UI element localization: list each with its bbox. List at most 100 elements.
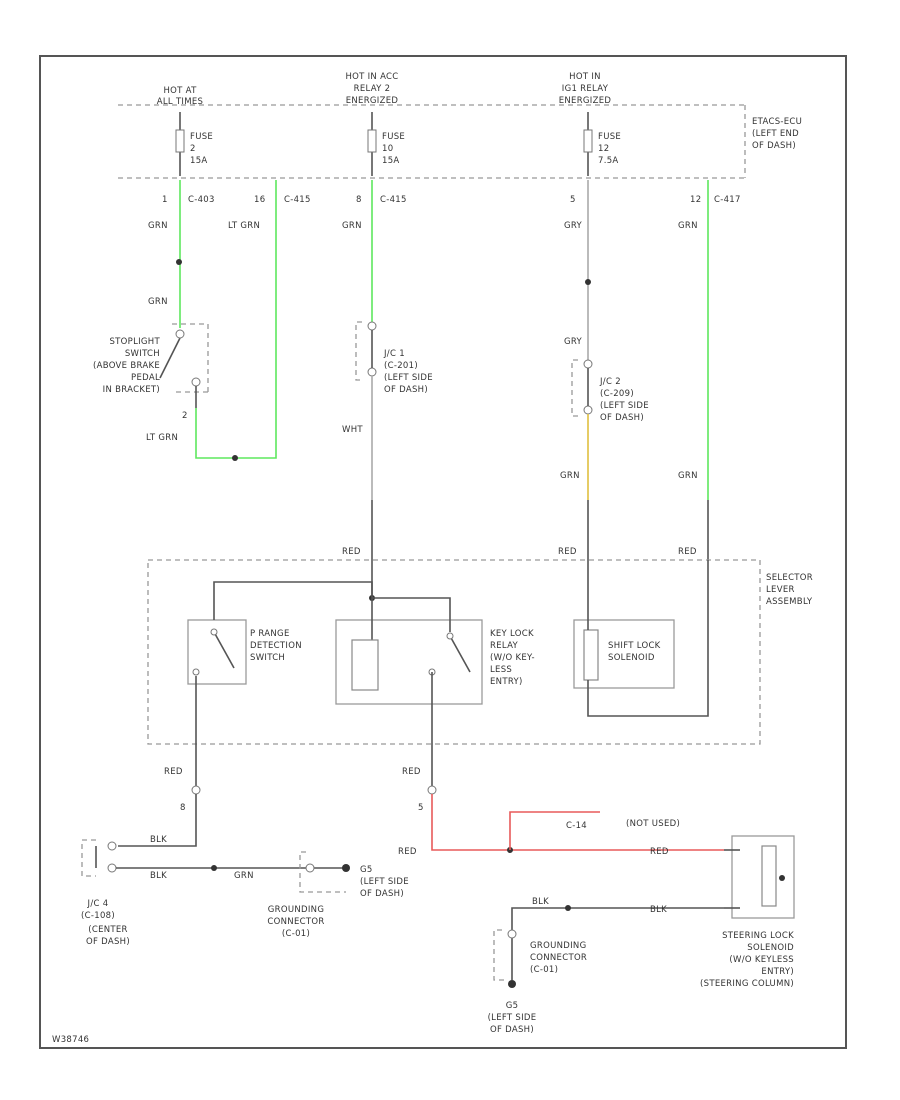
wire-label-red: RED (678, 547, 697, 557)
wire-label-grn: GRN (678, 471, 698, 481)
wire-label-red: RED (164, 767, 183, 777)
hot-ig-label-2: IG1 RELAY (562, 84, 609, 94)
jc4-label-1: J/C 4 (87, 899, 109, 909)
steering-label-1: STEERING LOCK (722, 931, 794, 941)
fuse-box-label-1: ETACS-ECU (752, 117, 802, 127)
jc2-pin (583, 405, 593, 415)
diagram-frame (39, 55, 847, 1049)
ground-right-node (508, 980, 516, 988)
ground-left-label-1: GROUNDING (268, 905, 324, 915)
key-lock-label-4: LESS (490, 665, 512, 675)
wire-to-jc4 (118, 794, 197, 847)
c403-label: C-403 (188, 195, 215, 205)
ground-left-label-3: (C-01) (282, 929, 310, 939)
fuse-12-icon (583, 129, 593, 153)
steering-label-4: ENTRY) (761, 967, 794, 977)
wire-blk-steering-ground (511, 907, 724, 980)
fuse-2-icon (175, 129, 185, 153)
wire-label-grn: GRN (148, 297, 168, 307)
ground-right-g1: G5 (506, 1001, 519, 1011)
fuse-10-amps: 15A (382, 156, 400, 166)
jc4-box (81, 839, 96, 877)
wire-label-red: RED (402, 767, 421, 777)
stoplight-label-1: STOPLIGHT (109, 337, 160, 347)
wire-label-grn: GRN (678, 221, 698, 231)
connector-pin (191, 785, 201, 795)
jc4-pin (107, 841, 117, 851)
ground-left-box (299, 851, 346, 893)
splice-node (585, 279, 591, 285)
jc2-label-4: OF DASH) (600, 413, 644, 423)
selector-label-1: SELECTOR (766, 573, 813, 583)
hot-ig-label-1: HOT IN (569, 72, 601, 82)
wire-label-blk: BLK (150, 871, 167, 881)
splice-node (176, 259, 182, 265)
pin-1-label: 1 (162, 195, 168, 205)
wire-pin-label: 5 (418, 803, 424, 813)
p-range-switch-box (187, 619, 247, 685)
stoplight-switch-contact (191, 377, 201, 387)
wire-label-grn: GRN (560, 471, 580, 481)
p-range-label-3: SWITCH (250, 653, 285, 663)
wire-label-wht: WHT (342, 425, 363, 435)
ground-left-node (342, 864, 350, 872)
footer-code: W38746 (52, 1035, 89, 1045)
stoplight-switch-blade (159, 337, 181, 379)
selector-label-3: ASSEMBLY (766, 597, 813, 607)
hot-acc-label-1: HOT IN ACC (345, 72, 398, 82)
steering-lock-node (779, 875, 785, 881)
wire-label-red: RED (342, 547, 361, 557)
jc4-pin (107, 863, 117, 873)
relay-contact (446, 632, 454, 640)
p-range-contact (210, 628, 218, 636)
wire-label-red: RED (558, 547, 577, 557)
jc1-box (355, 321, 362, 381)
c415b-label: C-415 (380, 195, 407, 205)
steering-lock-coil-icon (761, 845, 777, 907)
wire-label-blk: BLK (150, 835, 167, 845)
hot-ig-label-3: ENERGIZED (559, 96, 612, 106)
hot-acc-label-3: ENERGIZED (346, 96, 399, 106)
stoplight-label-4: PEDAL (131, 373, 160, 383)
splice-node (565, 905, 571, 911)
shift-lock-return (587, 560, 709, 717)
p-range-label-1: P RANGE (250, 629, 290, 639)
fuse-10-number: 10 (382, 144, 393, 154)
fuse-12-label: FUSE (598, 132, 621, 142)
p-range-blade (213, 631, 235, 669)
key-lock-label-1: KEY LOCK (490, 629, 534, 639)
key-lock-label-2: RELAY (490, 641, 519, 651)
wire-label-red: RED (398, 847, 417, 857)
splice-node (232, 455, 238, 461)
ground-left-g2: (LEFT SIDE (360, 877, 409, 887)
wire-red-c14 (509, 811, 600, 850)
jc4-label-3: (CENTER (88, 925, 128, 935)
selector-label-2: LEVER (766, 585, 795, 595)
wire-label-blk: BLK (650, 905, 667, 915)
pin-12-label: 12 (690, 195, 701, 205)
ground-left-label-2: CONNECTOR (267, 917, 324, 927)
stoplight-label-2: SWITCH (125, 349, 160, 359)
ground-right-label-2: CONNECTOR (530, 953, 587, 963)
jc2-pin (583, 359, 593, 369)
wire-label-gry: GRY (564, 221, 583, 231)
wire-pin-label: 8 (180, 803, 186, 813)
wire-label-gry: GRY (564, 337, 583, 347)
fuse-2-amps: 15A (190, 156, 208, 166)
splice-node (211, 865, 217, 871)
p-range-label-2: DETECTION (250, 641, 302, 651)
wire-label-blk: BLK (532, 897, 549, 907)
ground-right-g3: OF DASH) (490, 1025, 534, 1035)
key-lock-relay-box (335, 619, 483, 705)
fuse-12-number: 12 (598, 144, 609, 154)
stoplight-switch-contact (175, 329, 185, 339)
stoplight-label-3: (ABOVE BRAKE (93, 361, 160, 371)
relay-blade (449, 635, 471, 673)
wire-label-lt-grn: LT GRN (146, 433, 178, 443)
jc4-label-2: (C-108) (81, 911, 115, 921)
ground-right-label-3: (C-01) (530, 965, 558, 975)
fuse-12-amps: 7.5A (598, 156, 619, 166)
fuse-box-label-3: OF DASH) (752, 141, 796, 151)
pin-5-label: 5 (570, 195, 576, 205)
